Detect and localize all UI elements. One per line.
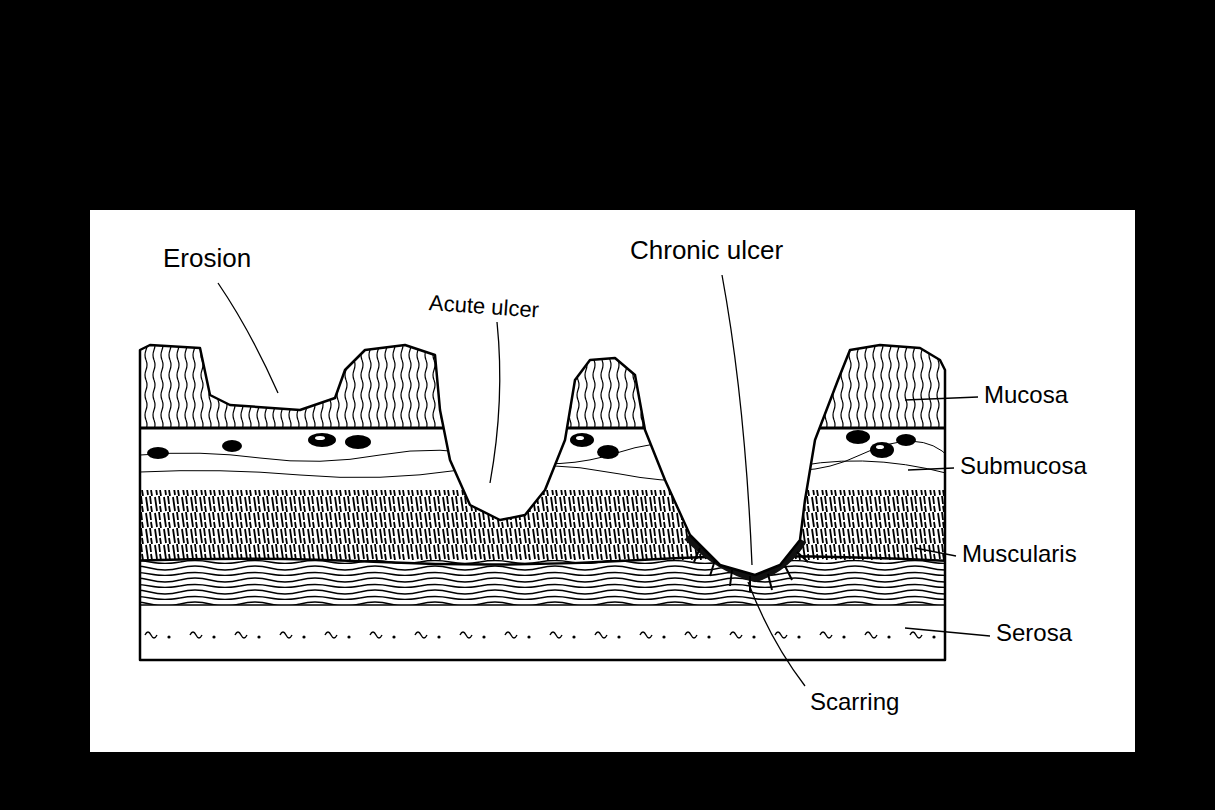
- chronic-ulcer-label: Chronic ulcer: [630, 236, 783, 266]
- scarring-label: Scarring: [810, 688, 899, 716]
- layer-label: Serosa: [996, 619, 1072, 647]
- layer-label: Muscularis: [962, 540, 1077, 568]
- white-panel: [90, 210, 1135, 752]
- muscularis-inner: [130, 490, 950, 560]
- muscularis-outer: [130, 560, 950, 605]
- submucosa-vessels: [147, 430, 916, 459]
- erosion-label: Erosion: [163, 244, 251, 274]
- tissue-layers: [130, 330, 950, 660]
- submucosa-layer: [130, 428, 950, 490]
- layer-label: Mucosa: [984, 381, 1068, 409]
- tissue-outline: [140, 345, 945, 660]
- serosa-layer: [130, 605, 950, 660]
- mucosa-layer: [130, 330, 950, 428]
- layer-label: Submucosa: [960, 452, 1087, 480]
- acute-ulcer-label: Acute ulcer: [428, 290, 540, 323]
- leader-lines: [218, 275, 990, 686]
